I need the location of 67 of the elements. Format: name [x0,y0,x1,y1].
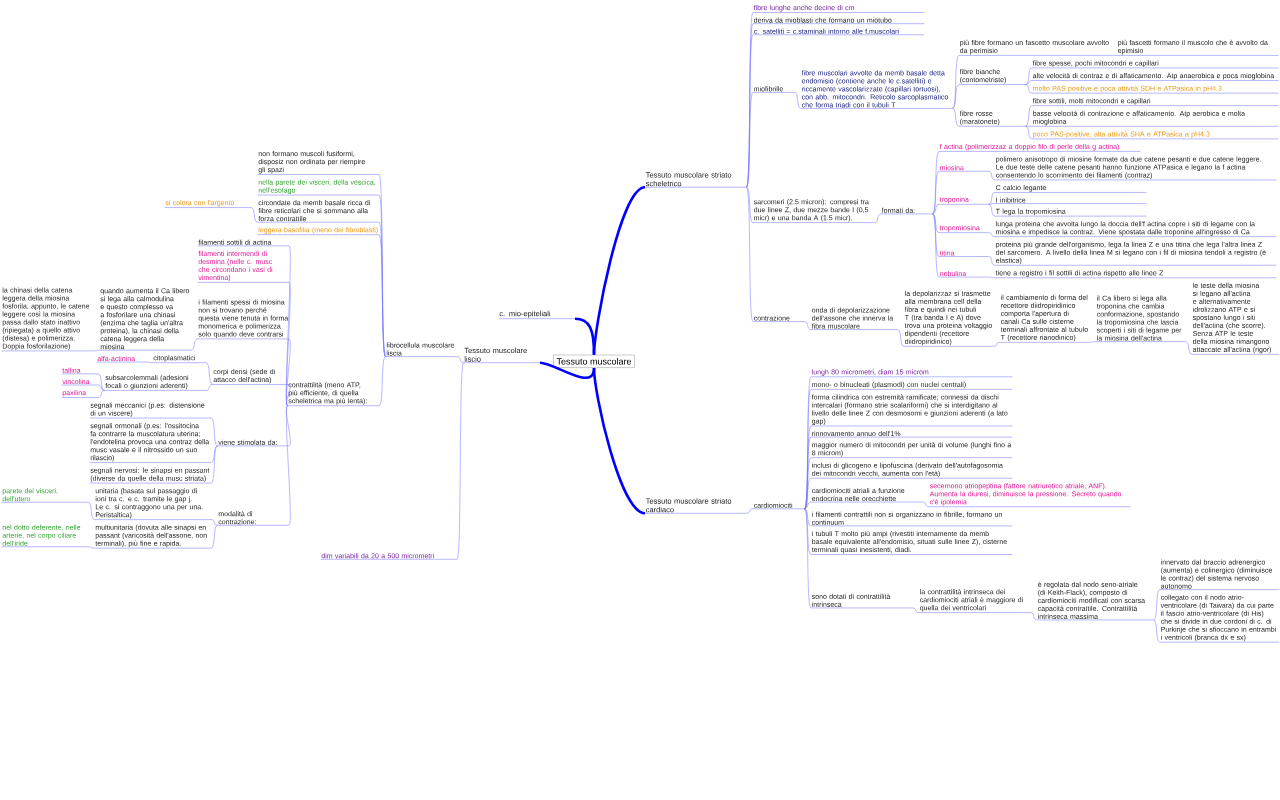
branch-line [210,525,218,549]
branch-line [286,405,291,526]
branch-line [210,519,218,526]
branch-line [1153,589,1161,621]
branch-line [1025,126,1033,140]
branch-line [804,321,812,330]
branch-line [1025,84,1033,94]
branch-line [746,186,754,223]
branch-line [932,171,940,215]
branch-line [574,317,596,355]
branch-line [804,508,812,609]
branch-line [456,362,464,560]
branch-line [804,508,812,555]
branch-line [145,361,153,363]
branch-line [804,501,812,510]
branch-line [988,171,996,181]
branch-line [746,92,754,188]
branch-line [804,477,812,510]
branch-line [746,508,754,514]
branch-line [912,607,920,613]
branch-line [97,384,105,391]
branch-line [250,207,258,223]
branch-line [205,384,213,391]
branch-line [1185,341,1193,355]
branch-line [97,373,105,391]
branch-line [932,213,940,233]
branch-line [988,203,996,205]
branch-line [1153,619,1161,643]
branch-line [210,417,218,447]
branch-line [1025,105,1033,127]
branch-line [539,361,596,379]
branch-line [952,108,960,127]
branch-line [746,186,754,322]
branch-line [794,92,802,109]
branch-line [988,232,996,237]
branch-line [922,501,930,507]
branch-line [988,204,996,217]
branch-line [1030,612,1038,621]
branch-line [190,338,198,351]
branch-line [874,213,882,223]
branch-line [1025,67,1033,85]
branch-line [378,356,386,406]
branch-line [286,384,291,406]
branch-line [97,390,105,398]
branch-line [456,356,464,363]
branch-line [952,55,960,109]
branch-line [87,502,95,520]
branch-line [1025,126,1033,127]
branch-line [804,508,812,527]
branch-line [1089,341,1097,343]
branch-line [92,349,100,352]
branch-line [1110,55,1118,56]
branch-line [932,204,940,215]
central-topic-box: Tessuto muscolare [553,354,635,368]
branch-line [932,213,940,278]
branch-line [210,445,218,484]
branch-line [1025,80,1033,85]
branch-line [988,256,996,266]
branch-line [988,192,996,205]
branch-line [897,329,905,347]
branch-line [952,84,960,109]
branch-line [993,342,1001,347]
branch-line [592,367,646,515]
branch-line [87,546,95,549]
branch-line [988,276,996,279]
branch-line [932,213,940,257]
branch-line [205,362,213,385]
